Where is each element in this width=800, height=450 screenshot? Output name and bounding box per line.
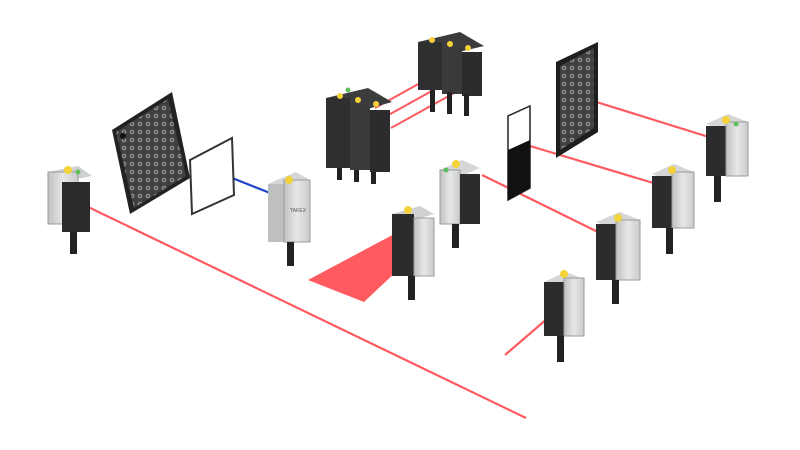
red-cone-beam xyxy=(308,232,398,302)
block-sensor-top xyxy=(418,32,484,116)
red-beam-far xyxy=(589,98,713,140)
sensor-far-left xyxy=(47,166,92,254)
reflector-panel-left xyxy=(112,92,190,214)
glass-plate xyxy=(188,136,236,216)
red-beam-mid xyxy=(504,317,549,356)
red-beam-right-1 xyxy=(529,144,661,187)
sensor-blue-receiver: TAKEX xyxy=(268,172,311,266)
sensor-bottom-right xyxy=(544,270,586,362)
sensor-far-right xyxy=(706,114,749,202)
red-beam-long xyxy=(83,204,527,419)
target-card xyxy=(507,104,531,202)
block-sensor-left xyxy=(326,87,392,184)
reflector-panel-right xyxy=(556,42,598,158)
laser-beams xyxy=(83,98,713,419)
sensor-right-mid xyxy=(596,212,641,304)
sensor-cone-emitter xyxy=(392,206,435,300)
brand-label: TAKEX xyxy=(290,208,307,214)
sensor-right-upper xyxy=(652,164,695,254)
sensor-center xyxy=(439,160,480,248)
red-beam-right-2 xyxy=(481,174,605,236)
